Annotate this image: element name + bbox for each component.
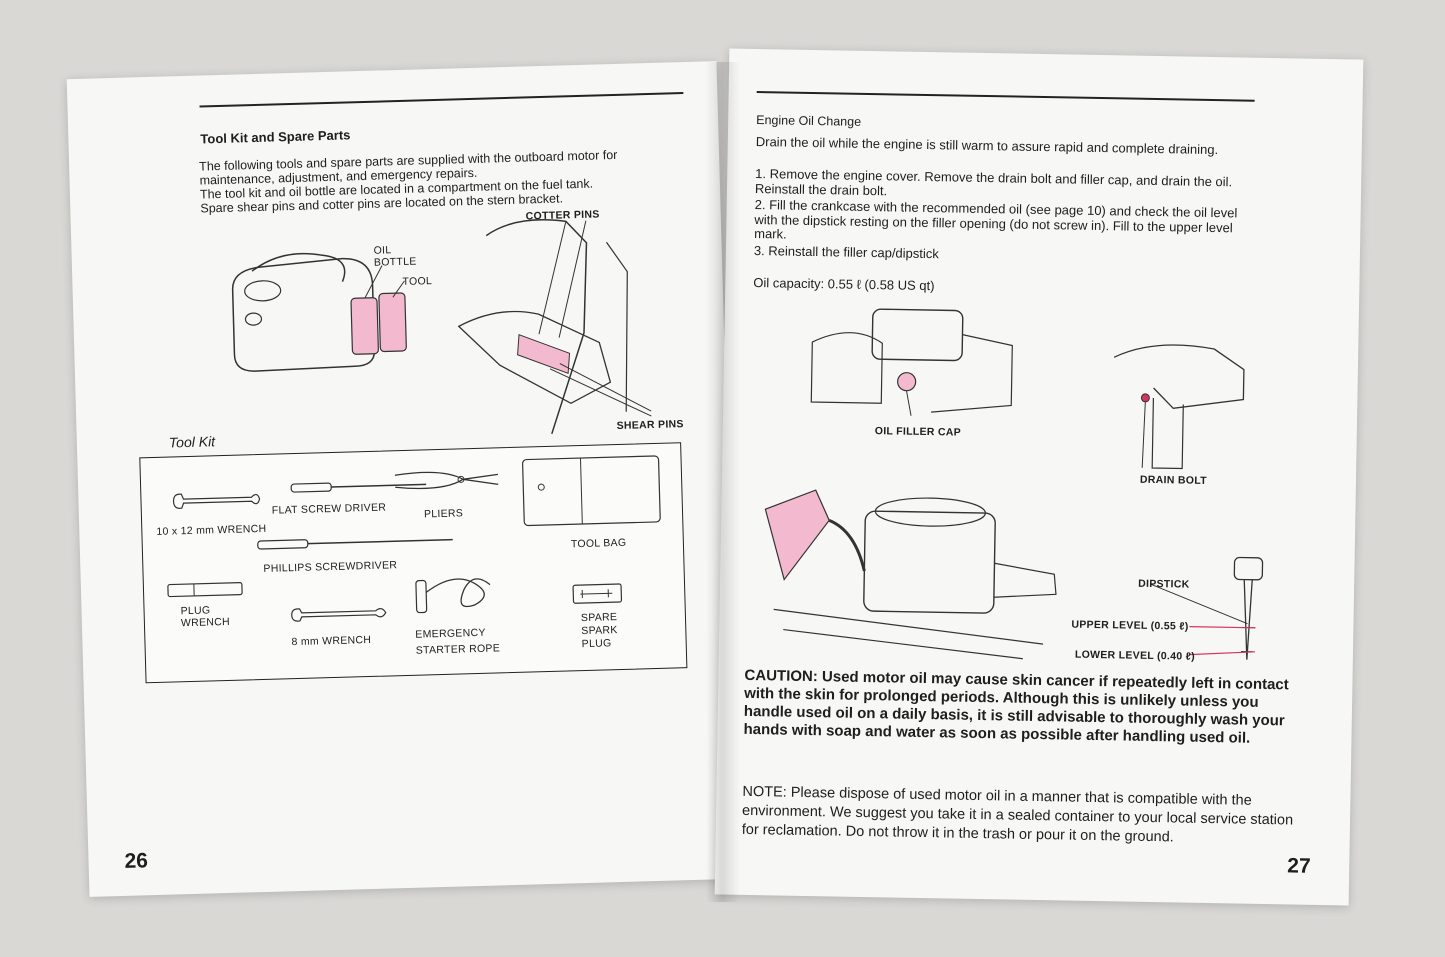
note-text: NOTE: Please dispose of used motor oil i… (741, 783, 1294, 846)
engine-side-illustration (764, 489, 1057, 660)
caution-text: CAUTION: Used motor oil may cause skin c… (743, 666, 1289, 747)
tool-kit-box: 10 x 12 mm WRENCH FLAT SCREW DRIVER PLIE… (139, 442, 688, 684)
wrench-10x12-label: 10 x 12 mm WRENCH (156, 522, 267, 538)
pliers-label: PLIERS (423, 507, 464, 521)
dipstick-leaders (1149, 583, 1256, 656)
right-page: Engine Oil Change Drain the oil while th… (714, 48, 1364, 906)
plug-wrench-icon (167, 581, 243, 598)
intro-text: Drain the oil while the engine is still … (755, 134, 1219, 158)
tool-label: TOOL (402, 275, 433, 288)
cotter-pins-label: COTTER PINS (525, 208, 600, 223)
engine-top-illustration (810, 308, 1013, 416)
wrench-8mm-label: 8 mm WRENCH (291, 633, 372, 649)
drain-bolt-illustration (1113, 344, 1245, 470)
wrench-icon (172, 493, 261, 509)
stern-bracket-illustration (457, 219, 652, 435)
section-title: Engine Oil Change (756, 113, 862, 129)
starter-rope-icon (415, 578, 491, 614)
pliers-icon (394, 471, 499, 490)
drain-bolt-label: DRAIN BOLT (1139, 473, 1208, 487)
oil-bottle-label: OIL BOTTLE (373, 244, 417, 269)
lower-level-label: LOWER LEVEL (0.40 ℓ) (1074, 648, 1196, 663)
phillips-screwdriver-label: PHILLIPS SCREWDRIVER (263, 559, 398, 575)
spark-plug-label: SPARE SPARK PLUG (581, 611, 618, 651)
oil-capacity: Oil capacity: 0.55 ℓ (0.58 US qt) (753, 274, 935, 294)
spark-plug-label-line: SPARK (581, 624, 618, 638)
page-number: 27 (1287, 854, 1311, 878)
oil-filler-cap-label: OIL FILLER CAP (874, 425, 962, 439)
plug-wrench-label: PLUG WRENCH (180, 604, 230, 629)
wrench-8mm-icon (291, 608, 387, 622)
intro-text: The following tools and spare parts are … (199, 146, 690, 216)
tool-bag-label: TOOL BAG (570, 536, 627, 551)
top-rule (756, 91, 1255, 102)
steps-list: 1. Remove the engine cover. Remove the d… (754, 166, 1260, 269)
page-number: 26 (124, 849, 149, 873)
shear-pins-label: SHEAR PINS (616, 418, 684, 433)
list-item: 2. Fill the crankcase with the recommend… (754, 196, 1238, 242)
starter-rope-label: EMERGENCY STARTER ROPE (415, 624, 500, 658)
tool-kit-title: Tool Kit (168, 433, 216, 451)
flat-screwdriver-label: FLAT SCREW DRIVER (271, 501, 387, 517)
flat-screwdriver-icon (290, 482, 427, 493)
section-title: Tool Kit and Spare Parts (200, 127, 351, 147)
dipstick-label: DIPSTICK (1138, 577, 1190, 591)
tool-bag-icon (522, 455, 661, 527)
spark-plug-icon (572, 583, 623, 604)
oil-bottle-label-line: BOTTLE (373, 255, 417, 269)
spark-plug-label-line: PLUG (581, 637, 612, 651)
phillips-screwdriver-icon (257, 538, 453, 550)
upper-level-label: UPPER LEVEL (0.55 ℓ) (1071, 618, 1189, 633)
fuel-tank-illustration (231, 252, 407, 372)
top-rule (199, 92, 684, 108)
left-page: Tool Kit and Spare Parts The following t… (66, 61, 740, 897)
spark-plug-label-line: SPARE (580, 611, 618, 625)
starter-rope-label-line: STARTER ROPE (415, 642, 501, 657)
plug-wrench-label-line: WRENCH (180, 615, 231, 630)
